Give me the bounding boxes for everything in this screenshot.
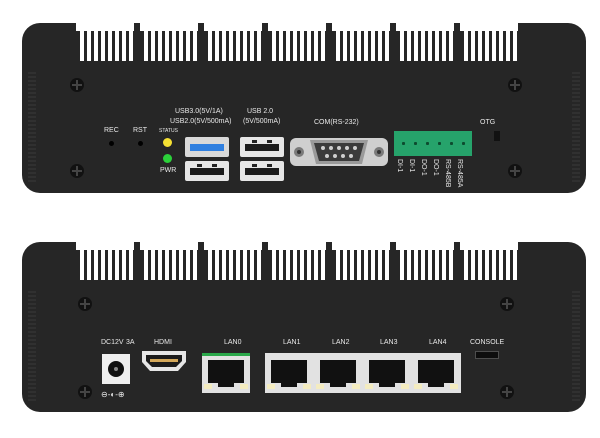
lan4-port[interactable]	[412, 353, 460, 393]
screw-icon	[70, 164, 84, 178]
hdmi-port[interactable]	[141, 350, 187, 372]
heatsink-fins	[76, 242, 518, 280]
terminal-label: DI-1	[408, 159, 415, 173]
lan2-port[interactable]	[314, 353, 362, 393]
terminal-label: DO-1	[432, 159, 439, 176]
hdmi-label: HDMI	[154, 339, 172, 346]
lan-label: LAN3	[380, 339, 398, 346]
front-panel: REC RST STATUS PWR USB3.0(5V/1A) USB2.0(…	[22, 23, 586, 193]
back-panel: DC12V 3A ⊖-◐-⊕ HDMI LAN0 LAN1 LAN2 LAN3 …	[22, 242, 586, 412]
dc-power-jack[interactable]	[102, 354, 130, 384]
otg-port[interactable]	[494, 131, 500, 141]
pwr-label: PWR	[160, 167, 177, 174]
usb2-label: USB 2.0	[247, 108, 274, 115]
polarity-icon: ⊖-◐-⊕	[101, 390, 125, 399]
side-vents	[28, 72, 580, 182]
screw-icon	[500, 297, 514, 311]
com-label: COM(RS-232)	[314, 119, 359, 126]
usb2-port[interactable]	[185, 161, 229, 181]
lan0-port[interactable]	[202, 353, 250, 393]
reset-button[interactable]	[138, 141, 143, 146]
lan3-port[interactable]	[363, 353, 411, 393]
screw-icon	[500, 385, 514, 399]
screw-icon	[70, 78, 84, 92]
com-serial-port[interactable]	[290, 134, 388, 170]
lan-label: LAN0	[224, 339, 242, 346]
dc-current-label: 3A	[126, 339, 135, 346]
terminal-label: DI-1	[396, 159, 403, 173]
screw-icon	[78, 385, 92, 399]
usb2-port[interactable]	[240, 137, 284, 157]
rec-button[interactable]	[109, 141, 114, 146]
status-led-icon	[163, 138, 172, 147]
dc-voltage-label: DC12V	[101, 339, 124, 346]
terminal-label: DO-1	[420, 159, 427, 176]
screw-icon	[508, 78, 522, 92]
rec-label: REC	[104, 127, 119, 134]
rst-label: RST	[133, 127, 147, 134]
lan1-port[interactable]	[265, 353, 313, 393]
usb2-rating-label: USB2.0(5V/500mA)	[170, 118, 232, 125]
terminal-label: RS-485B	[444, 159, 451, 188]
usb2-rating-label-2: (5V/500mA)	[243, 118, 281, 125]
lan-label: LAN1	[283, 339, 301, 346]
terminal-label: RS-485A	[456, 159, 463, 188]
console-label: CONSOLE	[470, 339, 505, 346]
power-led-icon	[163, 154, 172, 163]
otg-label: OTG	[480, 119, 496, 126]
screw-icon	[508, 164, 522, 178]
side-vents	[28, 291, 580, 401]
screw-icon	[78, 297, 92, 311]
io-terminal-block[interactable]	[394, 131, 472, 156]
usb2-port[interactable]	[240, 161, 284, 181]
usb3-label: USB3.0(5V/1A)	[175, 108, 223, 115]
console-port[interactable]	[475, 351, 499, 359]
lan-label: LAN2	[332, 339, 350, 346]
status-label: STATUS	[159, 128, 178, 134]
usb3-port[interactable]	[185, 137, 229, 157]
heatsink-fins	[76, 23, 518, 61]
lan-label: LAN4	[429, 339, 447, 346]
